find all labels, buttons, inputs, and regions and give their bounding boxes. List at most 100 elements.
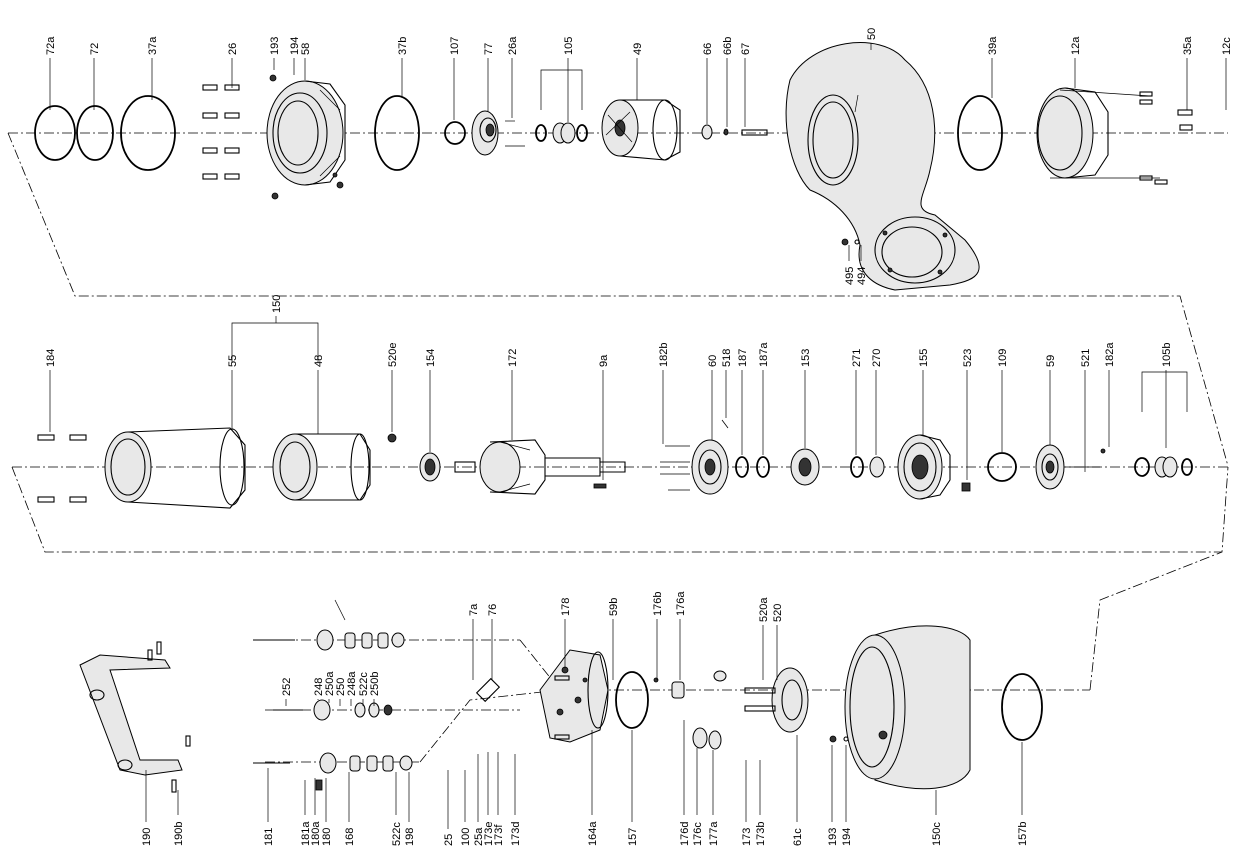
part-271-washer (850, 456, 864, 478)
part-label: 26 (227, 43, 239, 55)
part-label: 181a (300, 821, 312, 846)
part-label: 66 (702, 43, 714, 55)
part-label: 55 (227, 355, 239, 367)
part-37b-ring (374, 95, 420, 171)
part-label: 7a (468, 603, 480, 616)
part-157b-ring (1001, 673, 1043, 741)
part-164a-connection-cover (539, 649, 609, 743)
part-label: 105 (563, 37, 575, 55)
group-bracket (1141, 371, 1188, 412)
part-39a-ring (957, 95, 1003, 171)
part-label: 520a (758, 597, 770, 622)
part-label: 72 (89, 43, 101, 55)
part-72a-ring (34, 105, 76, 161)
part-172-rotor-shaft (454, 439, 626, 495)
part-59-cover (1035, 444, 1065, 490)
part-label: 67 (740, 43, 752, 55)
part-label: 77 (483, 43, 495, 55)
part-187-ring (735, 456, 749, 478)
part-label: 494 (856, 267, 868, 285)
part-270-nut (869, 456, 885, 478)
part-label: 173f (493, 824, 505, 846)
part-label: 157 (627, 828, 639, 846)
part-label: 150c (931, 822, 943, 846)
part-105-seal-set (535, 122, 588, 144)
part-label: 176c (692, 822, 704, 846)
part-label: 48 (313, 355, 325, 367)
part-label: 184 (45, 349, 57, 367)
part-48-stator (272, 433, 371, 501)
part-label: 107 (449, 37, 461, 55)
part-520e-nut (387, 433, 397, 443)
part-9a-key (593, 483, 607, 489)
part-label: 37b (397, 37, 409, 55)
part-60-bearing-cover (660, 419, 729, 495)
part-label: 164a (587, 821, 599, 846)
part-26-screws (202, 84, 240, 180)
part-49-impeller (601, 99, 681, 161)
part-154-bearing (419, 452, 441, 482)
part-35a-screws (1139, 91, 1193, 185)
part-label: 25a (473, 827, 485, 846)
part-37a-ring (120, 95, 176, 171)
part-label: 182b (658, 343, 670, 367)
part-label: 270 (871, 349, 883, 367)
part-label: 59b (608, 598, 620, 616)
part-label: 150 (271, 295, 283, 313)
terminal-block-middle (313, 699, 393, 721)
part-label: 248a (346, 671, 358, 696)
part-label: 520e (387, 343, 399, 367)
part-label: 109 (997, 349, 1009, 367)
part-label: 168 (344, 828, 356, 846)
part-label: 193 (827, 828, 839, 846)
part-label: 190 (141, 828, 153, 846)
part-label: 521 (1080, 349, 1092, 367)
part-72-ring (76, 105, 114, 161)
part-label: 26a (507, 36, 519, 55)
part-label: 518 (721, 349, 733, 367)
part-label: 178 (560, 598, 572, 616)
part-label: 176d (679, 822, 691, 846)
part-label: 153 (800, 349, 812, 367)
part-label: 271 (851, 349, 863, 367)
part-label: 25 (443, 834, 455, 846)
part-label: 194 (841, 828, 853, 846)
part-label: 59 (1045, 355, 1057, 367)
part-label: 495 (844, 267, 856, 285)
part-107-ring (444, 121, 466, 145)
part-77-seal-carrier (471, 110, 525, 156)
part-label: 154 (425, 349, 437, 367)
part-label: 37a (147, 36, 159, 55)
part-label: 9a (598, 354, 610, 367)
part-190-bracket (79, 641, 191, 793)
group-bracket (231, 322, 319, 363)
part-label: 72a (45, 36, 57, 55)
part-12a-cover (1036, 87, 1160, 179)
part-label: 190b (173, 822, 185, 846)
part-label: 194 (289, 37, 301, 55)
part-187a-ring (756, 456, 770, 478)
part-194-seal (843, 736, 849, 742)
part-label: 523 (962, 349, 974, 367)
part-label: 50 (866, 28, 878, 40)
part-176-cable-entry (653, 677, 722, 750)
part-label: 157b (1017, 822, 1029, 846)
part-label: 60 (707, 355, 719, 367)
part-label: 250 (335, 678, 347, 696)
centerlines (7, 132, 1229, 763)
row2-parts (37, 419, 1193, 509)
part-label: 58 (300, 43, 312, 55)
part-label: 250a (324, 671, 336, 696)
part-182a-screw (1100, 448, 1106, 454)
part-label: 198 (404, 828, 416, 846)
part-55-stator-housing (104, 427, 246, 509)
part-67-bolt (741, 129, 768, 136)
part-label: 12a (1070, 36, 1082, 55)
part-66-washer (701, 124, 713, 140)
part-76-plate (475, 677, 501, 703)
group-bracket (540, 69, 583, 110)
part-label: 172 (507, 349, 519, 367)
part-label: 250b (369, 672, 381, 696)
part-label: 187a (758, 342, 770, 367)
